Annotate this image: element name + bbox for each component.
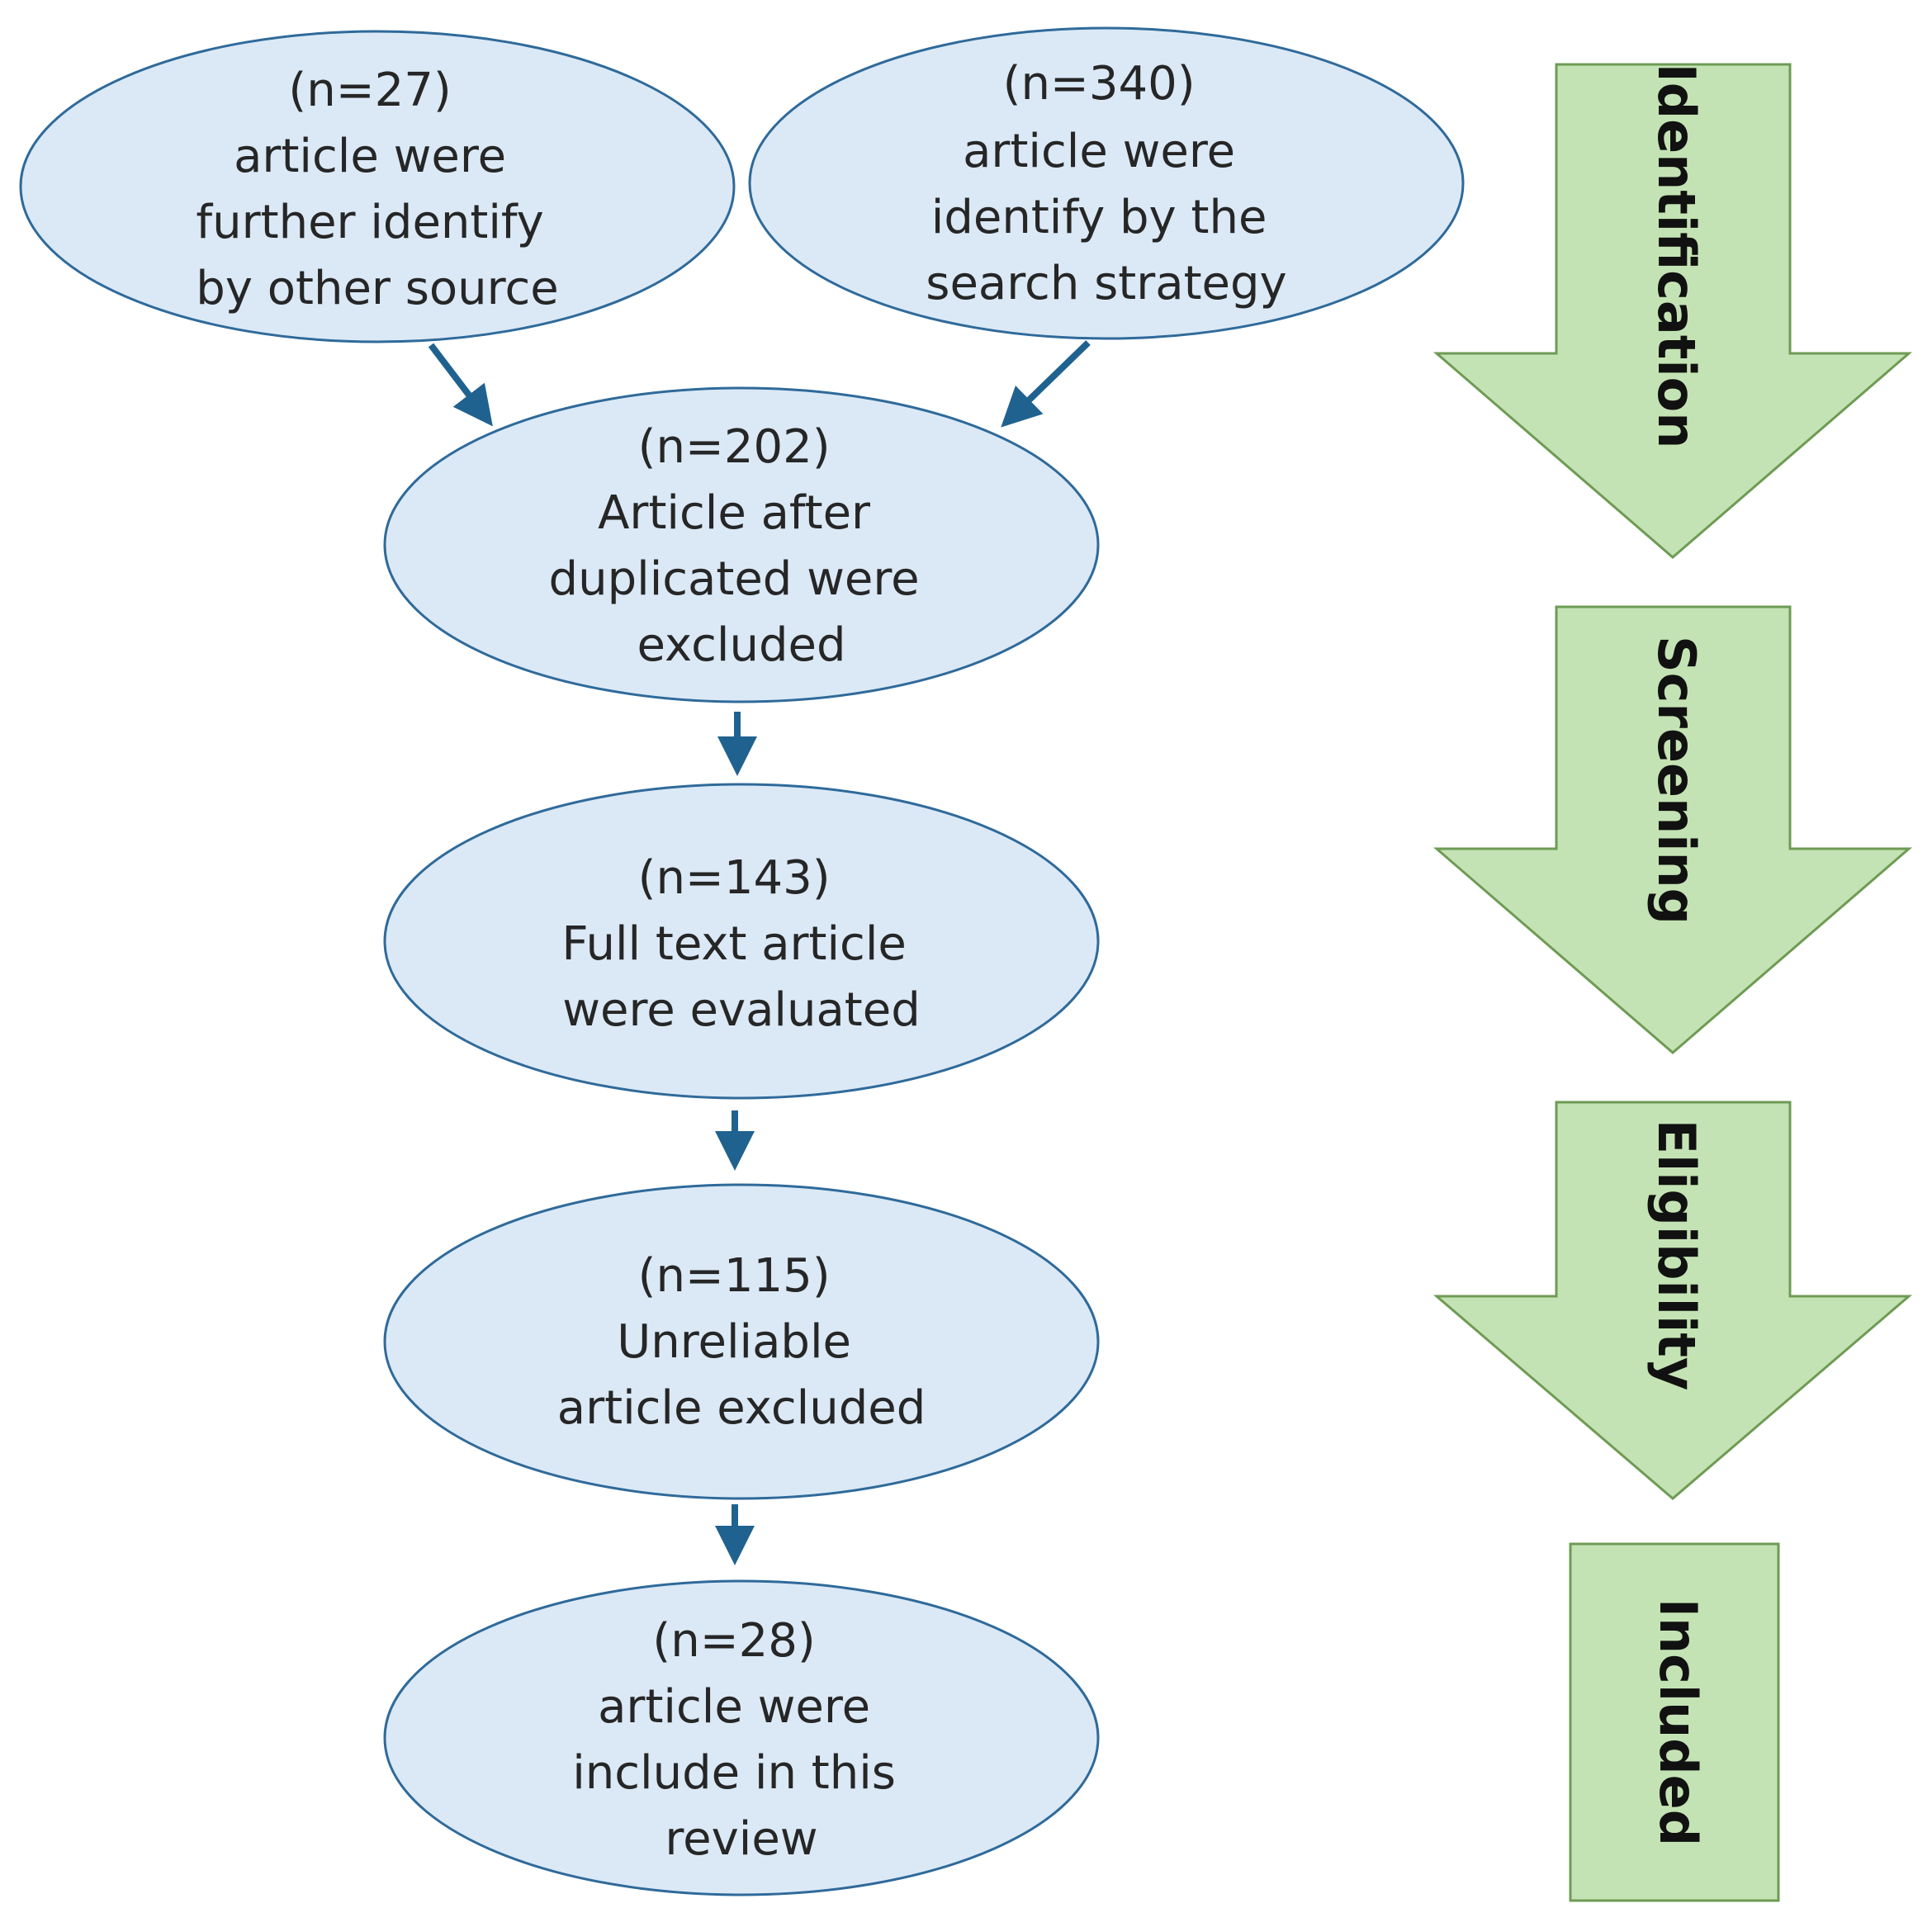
node-after-duplicates-line-3: excluded <box>637 618 845 672</box>
node-full-text-line-2: were evaluated <box>562 983 921 1037</box>
node-after-duplicates: (n=202) Article after duplicated were ex… <box>383 386 1100 703</box>
stage-included-label: Included <box>1648 1598 1708 1846</box>
node-after-duplicates-shape <box>383 386 1100 703</box>
node-full-text: (n=143) Full text article were evaluated <box>383 783 1100 1100</box>
node-after-duplicates-line-1: Article after <box>598 486 871 540</box>
svg-text:(n=202) Article after: (n=202) Article after duplicated were ex… <box>549 420 935 672</box>
node-after-duplicates-count: (n=202) <box>638 420 831 474</box>
stage-identification-arrow <box>1432 63 1913 559</box>
node-full-text-shape <box>383 783 1100 1100</box>
node-other-source-line-1: article were <box>234 130 506 183</box>
node-other-source-shape <box>19 30 736 343</box>
stage-identification: Identification <box>1432 63 1913 559</box>
node-after-duplicates-line-2: duplicated were <box>549 552 920 606</box>
node-included-review-shape <box>383 1579 1100 1896</box>
node-included-review-line-3: review <box>665 1812 817 1866</box>
node-unreliable-count: (n=115) <box>638 1249 831 1303</box>
stage-included: Included <box>1569 1542 1780 1902</box>
node-unreliable-line-2: article excluded <box>557 1381 926 1435</box>
node-included-review-line-1: article were <box>598 1680 870 1734</box>
stage-screening-label: Screening <box>1646 636 1707 925</box>
stage-screening-arrow <box>1432 605 1913 1054</box>
node-included-review: (n=28) article were include in this revi… <box>383 1579 1100 1896</box>
node-other-source-line-3: by other source <box>196 262 558 315</box>
svg-text:(n=143) Full text articl: (n=143) Full text article were evaluated <box>561 851 921 1037</box>
node-full-text-line-1: Full text article <box>561 917 907 971</box>
node-search-strategy-line-1: article were <box>963 125 1235 178</box>
node-full-text-count: (n=143) <box>638 851 831 905</box>
svg-text:(n=340) article were: (n=340) article were identify by the sea… <box>926 57 1286 310</box>
node-search-strategy-line-2: identify by the <box>931 191 1267 244</box>
arrow-other-to-duplicates <box>428 343 493 427</box>
node-included-review-count: (n=28) <box>652 1614 815 1668</box>
node-search-strategy-line-3: search strategy <box>926 257 1286 310</box>
stage-screening: Screening <box>1432 605 1913 1054</box>
svg-text:(n=28) article were: (n=28) article were include in this revi… <box>572 1614 911 1866</box>
stage-included-box <box>1569 1542 1780 1902</box>
node-search-strategy: (n=340) article were identify by the sea… <box>748 26 1465 340</box>
node-search-strategy-shape <box>748 26 1465 340</box>
node-unreliable: (n=115) Unreliable article excluded <box>383 1183 1100 1500</box>
arrow-search-to-duplicates <box>1001 340 1091 428</box>
node-other-source-line-2: further identify <box>196 196 543 249</box>
stage-identification-label: Identification <box>1646 64 1707 449</box>
stage-eligibility: Eligibility <box>1432 1101 1913 1500</box>
svg-text:(n=115) Unreliable: (n=115) Unreliable article excluded <box>557 1249 926 1435</box>
node-unreliable-shape <box>383 1183 1100 1500</box>
node-included-review-line-2: include in this <box>572 1746 896 1800</box>
svg-text:(n=27) article were: (n=27) article were further identify by … <box>196 64 558 315</box>
node-other-source-count: (n=27) <box>288 64 451 117</box>
stage-eligibility-arrow <box>1432 1101 1913 1500</box>
node-search-strategy-count: (n=340) <box>1003 57 1196 111</box>
node-other-source: (n=27) article were further identify by … <box>19 30 736 343</box>
stage-eligibility-label: Eligibility <box>1646 1120 1707 1391</box>
node-unreliable-line-1: Unreliable <box>617 1315 851 1369</box>
